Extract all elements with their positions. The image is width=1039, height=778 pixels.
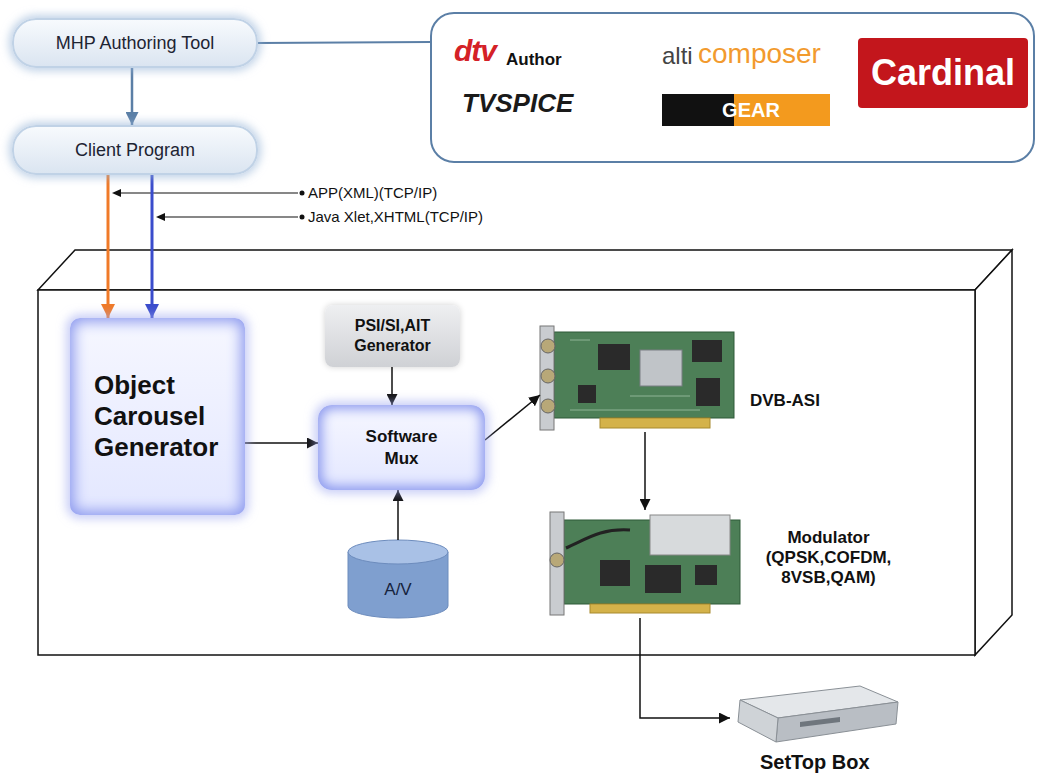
metal-can — [650, 515, 730, 555]
connector — [397, 490, 399, 540]
asi-card — [540, 326, 734, 430]
storage-cylinder: A/V — [348, 540, 448, 618]
signal-label: Java Xlet,XHTML(TCP/IP) — [308, 208, 483, 226]
pcb — [554, 332, 734, 418]
housing-side — [975, 250, 1012, 655]
logo-text: alti — [662, 42, 693, 70]
logo-text: Author — [506, 50, 562, 70]
text-slot: Modulator (QPSK,COFDM, 8VSB,QAM) — [752, 528, 905, 588]
leader-arrow — [156, 213, 165, 221]
leader-dot — [300, 215, 305, 220]
connector — [485, 395, 540, 440]
housing-box — [38, 250, 1012, 655]
chip — [696, 378, 720, 406]
text-slot: dtv — [454, 34, 496, 68]
text-slot: alti — [662, 42, 693, 70]
leader-line — [118, 192, 298, 193]
chip — [640, 350, 682, 386]
mux-box: Software Mux — [318, 405, 485, 490]
text-slot: Cardinal — [858, 38, 1028, 108]
leader-lines — [112, 189, 305, 221]
leader-dot — [300, 191, 305, 196]
bnc-connector — [541, 339, 555, 353]
housing-top — [38, 250, 1012, 290]
stb-side — [738, 700, 778, 742]
node-label: MHP Authoring Tool — [56, 33, 214, 54]
connector — [245, 442, 318, 444]
connector — [391, 367, 393, 405]
cylinder-top — [348, 540, 448, 564]
leader-arrow — [112, 189, 121, 197]
av-cylinder — [348, 540, 448, 618]
connector — [107, 175, 110, 318]
modulator-card — [550, 512, 740, 615]
node-label: Client Program — [75, 140, 195, 161]
bracket — [550, 512, 564, 615]
label-slot: Java Xlet,XHTML(TCP/IP) — [308, 208, 483, 226]
connector — [151, 175, 154, 318]
process-box: Object Carousel Generator — [70, 318, 245, 515]
node-label: Modulator (QPSK,COFDM, 8VSB,QAM) — [752, 528, 905, 588]
node-label: A/V — [384, 580, 411, 600]
housing-front — [38, 290, 975, 655]
hardware-card: DVB-ASI — [540, 325, 870, 432]
trace — [570, 340, 700, 410]
connector — [644, 432, 646, 510]
text-slot: TVSPICE — [462, 88, 573, 119]
process-box: Client Program — [12, 125, 258, 175]
connector — [258, 42, 430, 43]
node-label: Software Mux — [352, 426, 452, 469]
node-label: Object Carousel Generator — [94, 370, 229, 464]
rf-connector — [550, 553, 564, 567]
chip — [578, 385, 596, 403]
chip — [695, 565, 717, 585]
process-box: MHP Authoring Tool — [12, 18, 258, 68]
bnc-connector — [541, 399, 555, 413]
text-slot: GEAR — [662, 94, 830, 126]
chip — [598, 344, 630, 370]
label-slot: APP(XML)(TCP/IP) — [308, 184, 437, 202]
chip — [692, 340, 722, 362]
logo-text: composer — [698, 38, 821, 70]
settop-box — [738, 686, 898, 742]
connector — [640, 618, 730, 718]
text-slot: Author — [506, 50, 562, 70]
logo-text: dtv — [454, 34, 496, 68]
generator-box: PSI/SI,AIT Generator — [325, 305, 460, 367]
edge-fingers — [590, 604, 710, 613]
signal-label: APP(XML)(TCP/IP) — [308, 184, 437, 202]
node-label: SetTop Box — [760, 751, 870, 773]
leader-line — [162, 216, 298, 217]
hardware-card: Modulator (QPSK,COFDM, 8VSB,QAM) — [550, 510, 905, 618]
node-label: PSI/SI,AIT Generator — [333, 316, 452, 356]
stb-front — [776, 702, 898, 742]
text-slot: DVB-ASI — [750, 391, 820, 411]
logo-panel: dtv Author alticomposer CardinalTVSPICE GEAR — [430, 12, 1035, 163]
text-slot: composer — [698, 38, 821, 70]
cable — [566, 530, 630, 548]
node-label: DVB-ASI — [750, 391, 820, 411]
device: SetTop Box — [730, 683, 905, 776]
connector — [131, 68, 134, 125]
edge-fingers — [600, 418, 710, 428]
bracket — [540, 326, 554, 430]
logo-text: GEAR — [662, 94, 830, 126]
logo-text: TVSPICE — [462, 88, 573, 119]
chip — [600, 560, 630, 586]
bnc-connector — [541, 369, 555, 383]
stb-display — [800, 717, 840, 727]
logo-text: Cardinal — [871, 52, 1015, 94]
text-slot: SetTop Box — [760, 751, 870, 773]
chip — [645, 565, 681, 593]
